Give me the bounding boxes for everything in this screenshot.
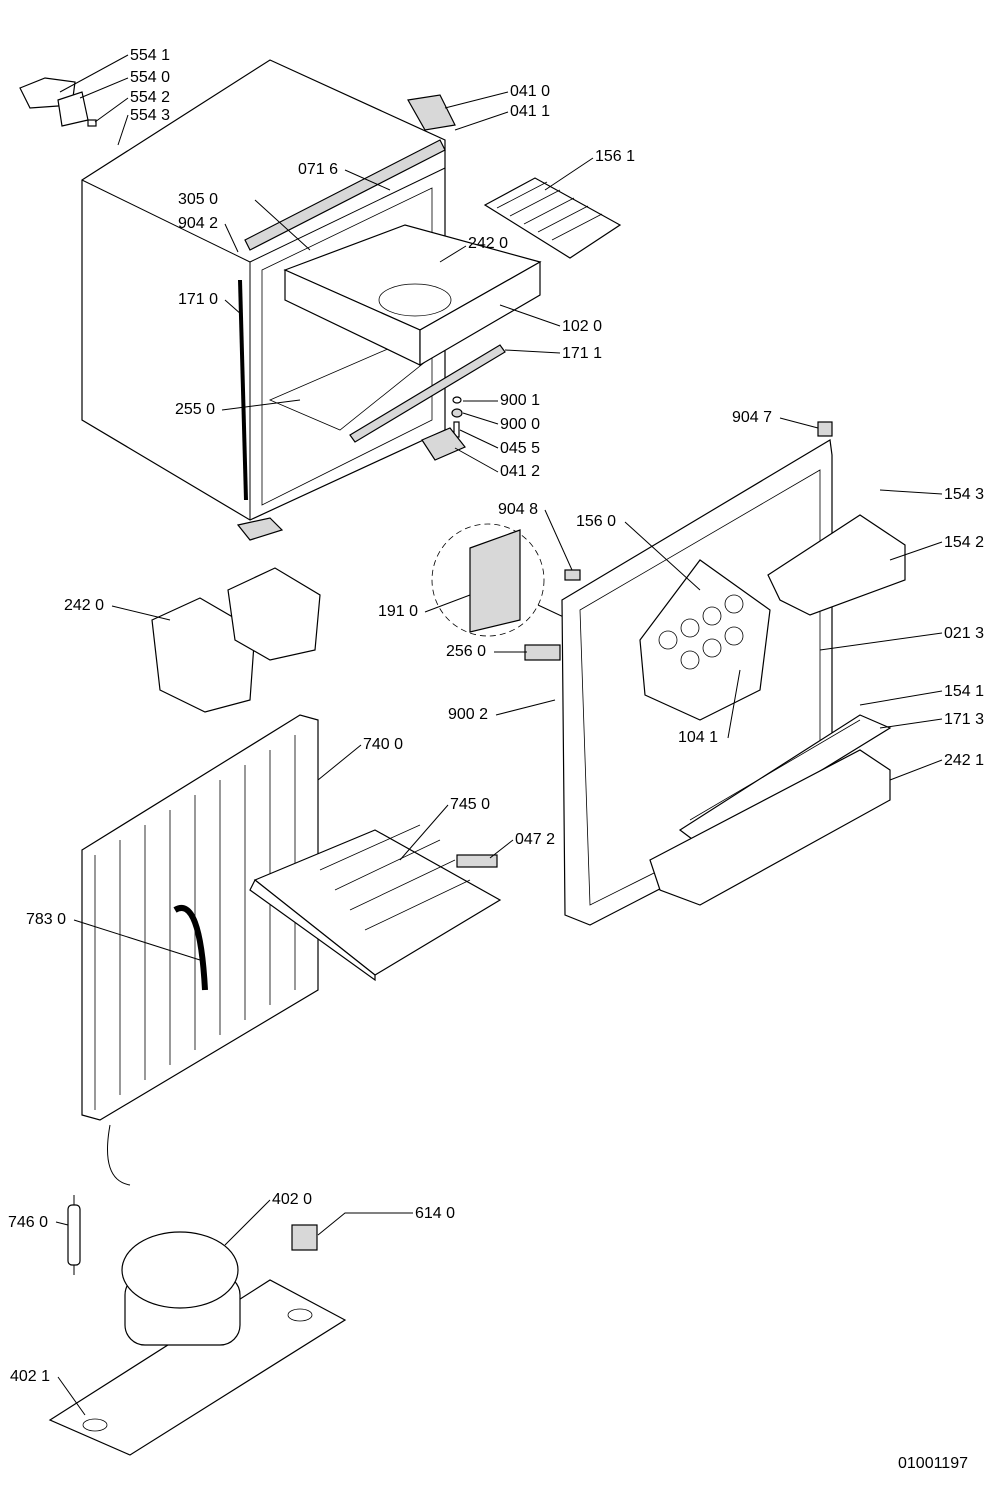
label-614-0: 614 0 [415,1205,455,1222]
label-554-2: 554 2 [130,89,170,106]
freezer-compartment [283,224,542,367]
condenser [81,714,319,1186]
label-740-0: 740 0 [363,736,403,753]
label-554-0: 554 0 [130,69,170,86]
label-156-0: 156 0 [576,513,616,530]
label-900-0: 900 0 [500,416,540,433]
label-102-0: 102 0 [562,318,602,335]
label-171-3: 171 3 [944,711,984,728]
label-171-0: 171 0 [178,291,218,308]
label-402-0: 402 0 [272,1191,312,1208]
label-745-0: 745 0 [450,796,490,813]
label-041-2: 041 2 [500,463,540,480]
label-402-1: 402 1 [10,1368,50,1385]
hinge-small-parts [291,396,833,1251]
label-191-0: 191 0 [378,603,418,620]
freezer-baskets [151,567,321,713]
label-041-1: 041 1 [510,103,550,120]
label-045-5: 045 5 [500,440,540,457]
evaporator [249,824,502,982]
label-305-0: 305 0 [178,191,218,208]
label-041-0: 041 0 [510,83,550,100]
egg-holes [658,594,744,670]
compressor [48,1231,347,1456]
label-071-6: 071 6 [298,161,338,178]
label-256-0: 256 0 [446,643,486,660]
label-171-1: 171 1 [562,345,602,362]
label-554-3: 554 3 [130,107,170,124]
label-904-8: 904 8 [498,501,538,518]
label-047-2: 047 2 [515,831,555,848]
cabinet [81,59,506,541]
ice-tray [483,177,622,259]
label-242-0-drawer: 242 0 [468,235,508,252]
label-783-0: 783 0 [26,911,66,928]
dryer-filter [67,1195,81,1275]
label-900-1: 900 1 [500,392,540,409]
door [561,439,906,926]
door-seal-detail [431,523,571,637]
label-904-2: 904 2 [178,215,218,232]
label-554-1: 554 1 [130,47,170,64]
label-242-1: 242 1 [944,752,984,769]
label-242-0-baskets: 242 0 [64,597,104,614]
part-labels: 554 1 554 0 554 2 554 3 041 0 041 1 071 … [8,47,984,1472]
label-154-2: 154 2 [944,534,984,551]
drawing-number: 01001197 [898,1455,968,1472]
label-156-1: 156 1 [595,148,635,165]
label-900-2: 900 2 [448,706,488,723]
leader-lines [55,54,943,1416]
label-154-3: 154 3 [944,486,984,503]
label-154-1: 154 1 [944,683,984,700]
top-hinge [19,77,456,131]
label-255-0: 255 0 [175,401,215,418]
label-021-3: 021 3 [944,625,984,642]
label-104-1: 104 1 [678,729,718,746]
label-904-7: 904 7 [732,409,772,426]
label-746-0: 746 0 [8,1214,48,1231]
